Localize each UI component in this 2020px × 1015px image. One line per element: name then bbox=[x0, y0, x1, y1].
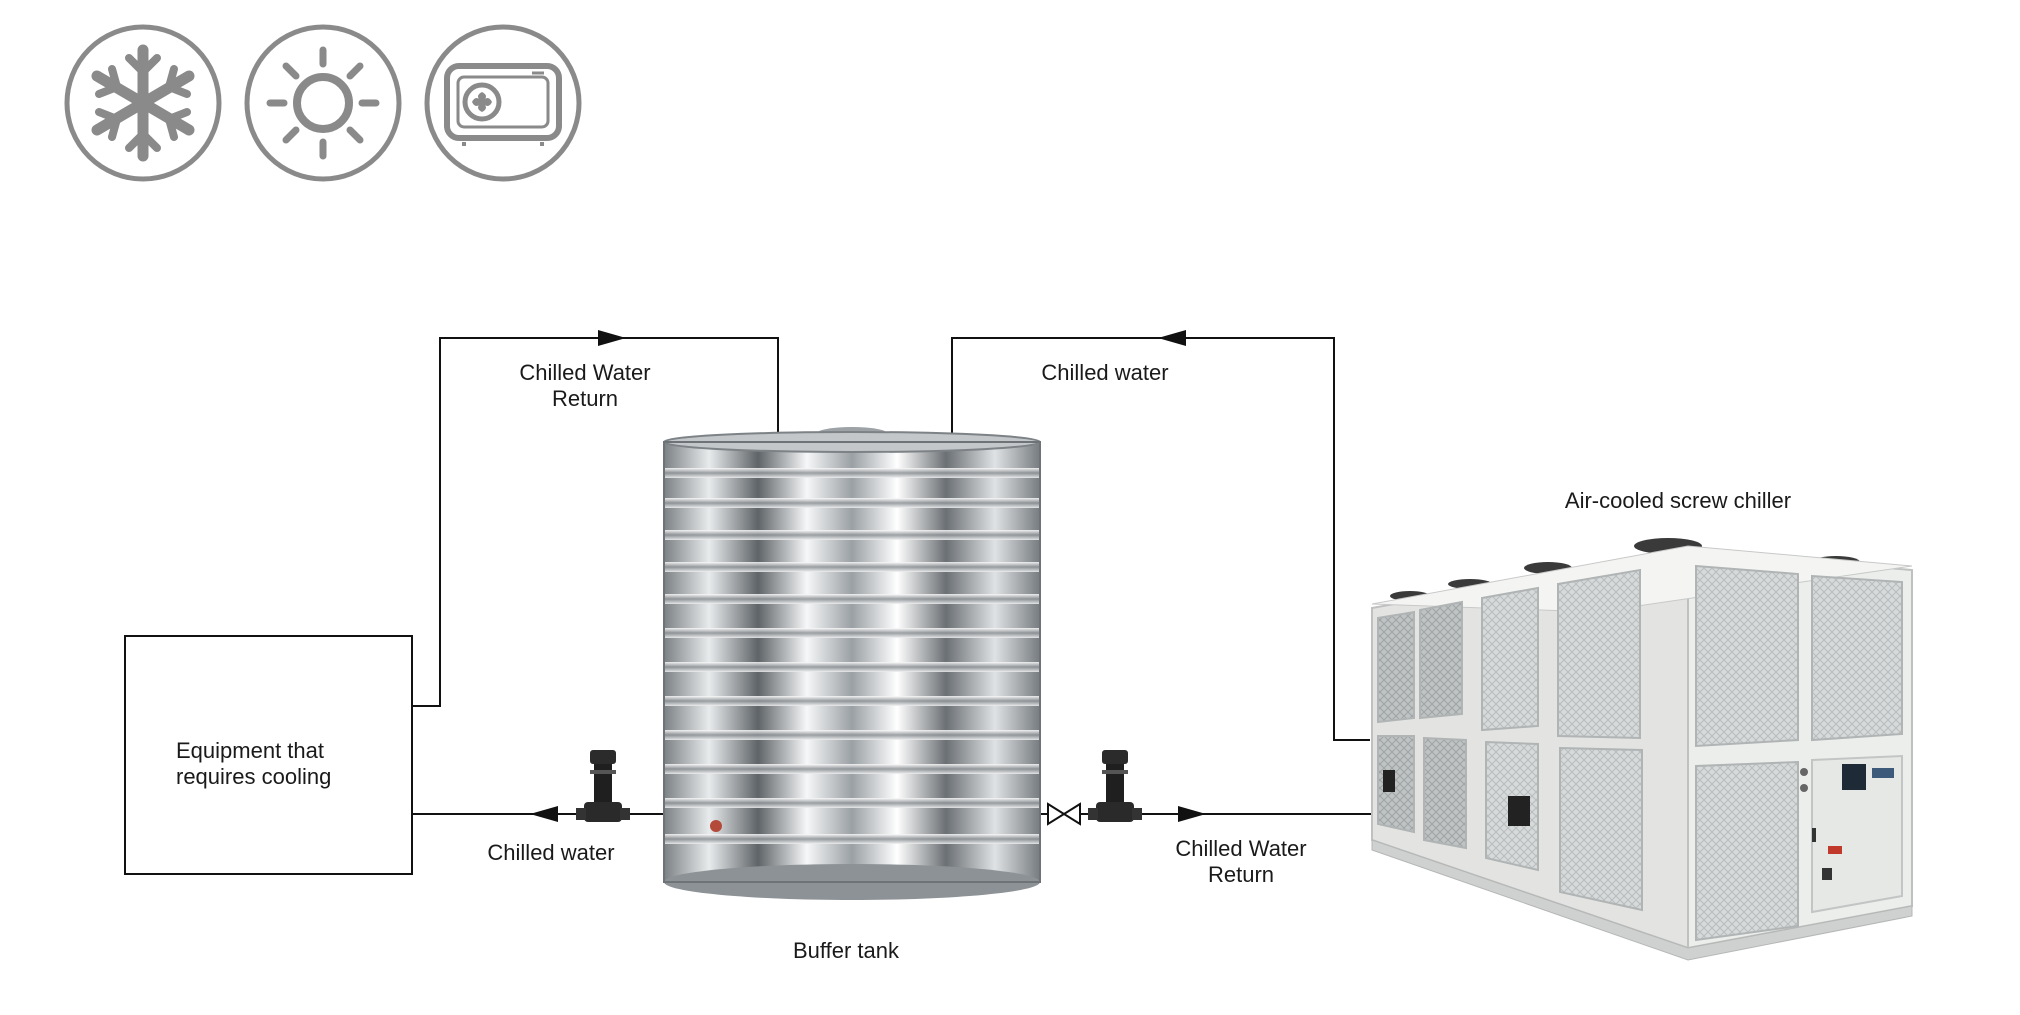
pipe-chilled-top bbox=[951, 337, 1370, 741]
arrow-left-bottom bbox=[530, 806, 558, 822]
label-chilled-top: Chilled water bbox=[1041, 360, 1168, 385]
flow-arrows bbox=[530, 330, 1206, 822]
pipe-return-top bbox=[412, 337, 779, 707]
arrow-left-top bbox=[1158, 330, 1186, 346]
arrow-right-top bbox=[598, 330, 626, 346]
air-cooled-screw-chiller bbox=[1371, 538, 1913, 961]
label-return-top-line1: Chilled Water bbox=[519, 360, 650, 385]
pump-left bbox=[576, 750, 630, 822]
pump-right bbox=[1088, 750, 1142, 822]
tank-bands bbox=[664, 468, 1040, 844]
label-chiller: Air-cooled screw chiller bbox=[1565, 488, 1791, 513]
buffer-tank bbox=[663, 427, 1041, 900]
valve-right bbox=[1047, 802, 1081, 826]
label-return-top-line2: Return bbox=[552, 386, 618, 411]
label-chilled-bottom: Chilled water bbox=[487, 840, 614, 865]
label-buffer-tank: Buffer tank bbox=[793, 938, 900, 963]
equipment-label-line1: Equipment that bbox=[176, 738, 324, 763]
snowflake-icon bbox=[64, 24, 222, 182]
label-return-bottom-line1: Chilled Water bbox=[1175, 836, 1306, 861]
equipment-box bbox=[124, 635, 413, 875]
arrow-right-bottom bbox=[1178, 806, 1206, 822]
label-return-bottom-line2: Return bbox=[1208, 862, 1274, 887]
air-conditioner-icon bbox=[424, 24, 582, 182]
sun-icon bbox=[244, 24, 402, 182]
equipment-label-line2: requires cooling bbox=[176, 764, 331, 789]
